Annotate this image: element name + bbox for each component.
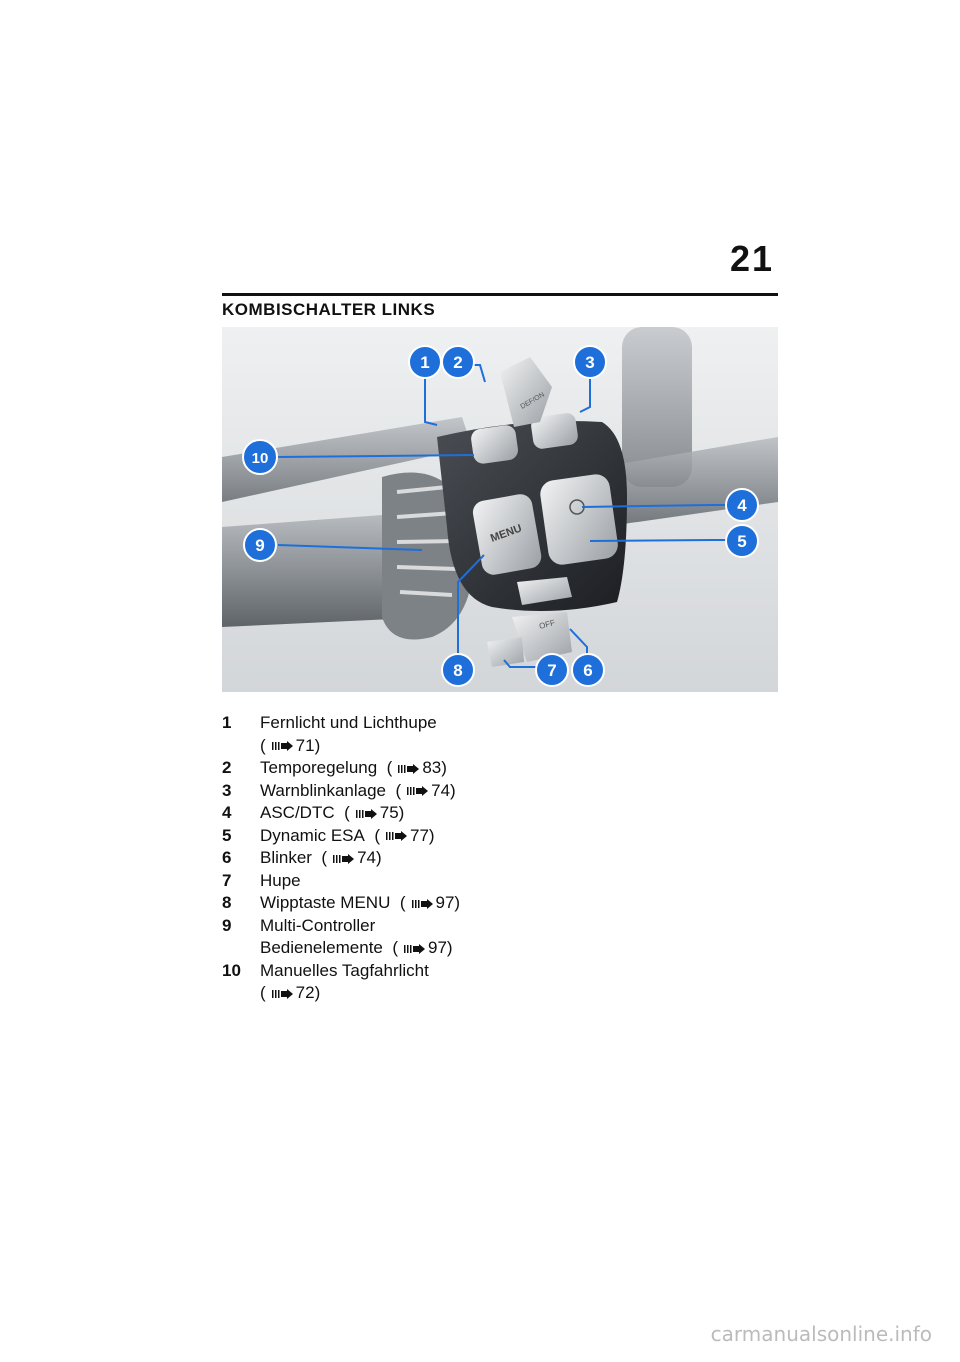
svg-text:3: 3 [585, 353, 594, 372]
page-reference[interactable]: (97) [392, 938, 453, 957]
legend-label: Manuelles Tagfahrlicht [260, 960, 429, 980]
reference-arrow-icon [355, 808, 377, 819]
svg-text:2: 2 [453, 353, 462, 372]
legend-label: Temporegelung [260, 758, 378, 777]
page-reference-number: 72 [295, 983, 315, 1002]
callout-9: 9 [243, 528, 277, 562]
svg-text:5: 5 [737, 532, 746, 551]
reference-arrow-icon [333, 853, 355, 864]
svg-text:4: 4 [737, 496, 747, 515]
legend-item: 7 Hupe [222, 870, 562, 893]
legend-label: Blinker [260, 848, 312, 867]
legend-number: 1 [222, 713, 232, 732]
legend-number: 9 [222, 915, 232, 935]
reference-arrow-icon [271, 988, 293, 999]
legend-number: 10 [222, 960, 241, 980]
legend-label: Warnblinkanlage [260, 780, 386, 800]
legend-item: 5 Dynamic ESA (77) [222, 825, 562, 848]
legend-number: 5 [222, 825, 232, 845]
svg-text:1: 1 [420, 353, 429, 372]
legend-text: Wipptaste MENU (97) [260, 892, 562, 915]
page-reference-number: 97 [435, 893, 455, 912]
legend-item: 8 Wipptaste MENU (97) [222, 892, 562, 915]
callout-5: 5 [725, 524, 759, 558]
legend-number: 8 [222, 893, 232, 912]
page-reference[interactable]: (71) [260, 735, 321, 755]
watermark: carmanualsonline.info [710, 1322, 932, 1346]
legend-number: 3 [222, 780, 232, 800]
svg-text:8: 8 [453, 661, 462, 680]
legend-item: 1 Fernlicht und Lichthupe (71) [222, 712, 562, 757]
legend-number: 4 [222, 803, 232, 822]
reference-arrow-icon [398, 763, 420, 774]
legend-text: Blinker (74) [260, 847, 562, 870]
callout-7: 7 [535, 653, 569, 687]
legend-number: 2 [222, 758, 232, 777]
page-reference[interactable]: (83) [386, 758, 447, 777]
legend-text: Temporegelung (83) [260, 757, 562, 780]
legend-label: Wipptaste MENU [260, 893, 391, 912]
svg-text:10: 10 [252, 450, 269, 467]
legend-item: 4 ASC/DTC (75) [222, 802, 562, 825]
callout-2: 2 [441, 345, 475, 379]
legend-list: 1 Fernlicht und Lichthupe (71) 2 Temporegelu… [222, 712, 562, 1005]
page-reference-number: 77 [410, 825, 429, 845]
reference-arrow-icon [411, 898, 433, 909]
page-reference-number: 83 [422, 758, 442, 777]
legend-item: 2 Temporegelung (83) [222, 757, 562, 780]
legend-number: 7 [222, 870, 232, 890]
legend-item: 6 Blinker (74) [222, 847, 562, 870]
legend-item: 10 Manuelles Tagfahrlicht (72) [222, 960, 562, 1005]
page-number: 21 [729, 238, 774, 279]
legend-label: Fernlicht und Lichthupe [260, 713, 437, 732]
page-reference-number: 97 [428, 938, 447, 957]
page-reference[interactable]: (77) [374, 825, 435, 845]
page-reference[interactable]: (74) [321, 848, 382, 867]
legend-item: 3 Warnblinkanlage (74) [222, 780, 562, 803]
callout-3: 3 [573, 345, 607, 379]
page-reference-number: 71 [295, 735, 315, 755]
callout-1: 1 [408, 345, 442, 379]
svg-text:7: 7 [547, 661, 556, 680]
legend-text: Dynamic ESA (77) [260, 825, 562, 848]
page-reference[interactable]: (97) [399, 893, 461, 912]
legend-text: Manuelles Tagfahrlicht (72) [260, 960, 562, 1005]
callout-4: 4 [725, 488, 759, 522]
page-reference[interactable]: (74) [395, 780, 456, 800]
callout-8: 8 [441, 653, 475, 687]
section-title: KOMBISCHALTER LINKS [222, 300, 436, 319]
legend-label: ASC/DTC [260, 803, 335, 822]
legend-text: Warnblinkanlage (74) [260, 780, 562, 803]
handlebar-switch-illustration: DEF/ON MENU OFF 1 2 3 4 5 6 7 8 9 10 [222, 327, 778, 692]
legend-label: Multi-Controller [260, 915, 376, 935]
legend-text: ASC/DTC (75) [260, 802, 562, 825]
svg-text:9: 9 [255, 536, 264, 555]
page-reference-number: 75 [379, 803, 399, 822]
legend-label: Dynamic ESA [260, 825, 365, 845]
legend-text: Hupe [260, 870, 562, 893]
page-reference[interactable]: (72) [260, 983, 321, 1002]
callouts: 1 2 3 4 5 6 7 8 9 10 [242, 345, 759, 687]
reference-arrow-icon [404, 943, 425, 954]
legend-label-line2: Bedienelemente [260, 938, 383, 957]
reference-arrow-icon [271, 741, 293, 752]
reference-arrow-icon [407, 786, 429, 797]
header-rule [222, 293, 778, 296]
callout-6: 6 [571, 653, 605, 687]
page-reference[interactable]: (75) [344, 803, 405, 822]
legend-label: Hupe [260, 870, 301, 890]
page-reference-number: 74 [431, 780, 451, 800]
callout-10: 10 [242, 439, 278, 475]
legend-number: 6 [222, 848, 232, 867]
page-reference-number: 74 [357, 848, 377, 867]
off-label: OFF [538, 618, 556, 631]
legend-text: Fernlicht und Lichthupe (71) [260, 712, 562, 757]
svg-text:6: 6 [583, 661, 592, 680]
reference-arrow-icon [386, 831, 407, 842]
